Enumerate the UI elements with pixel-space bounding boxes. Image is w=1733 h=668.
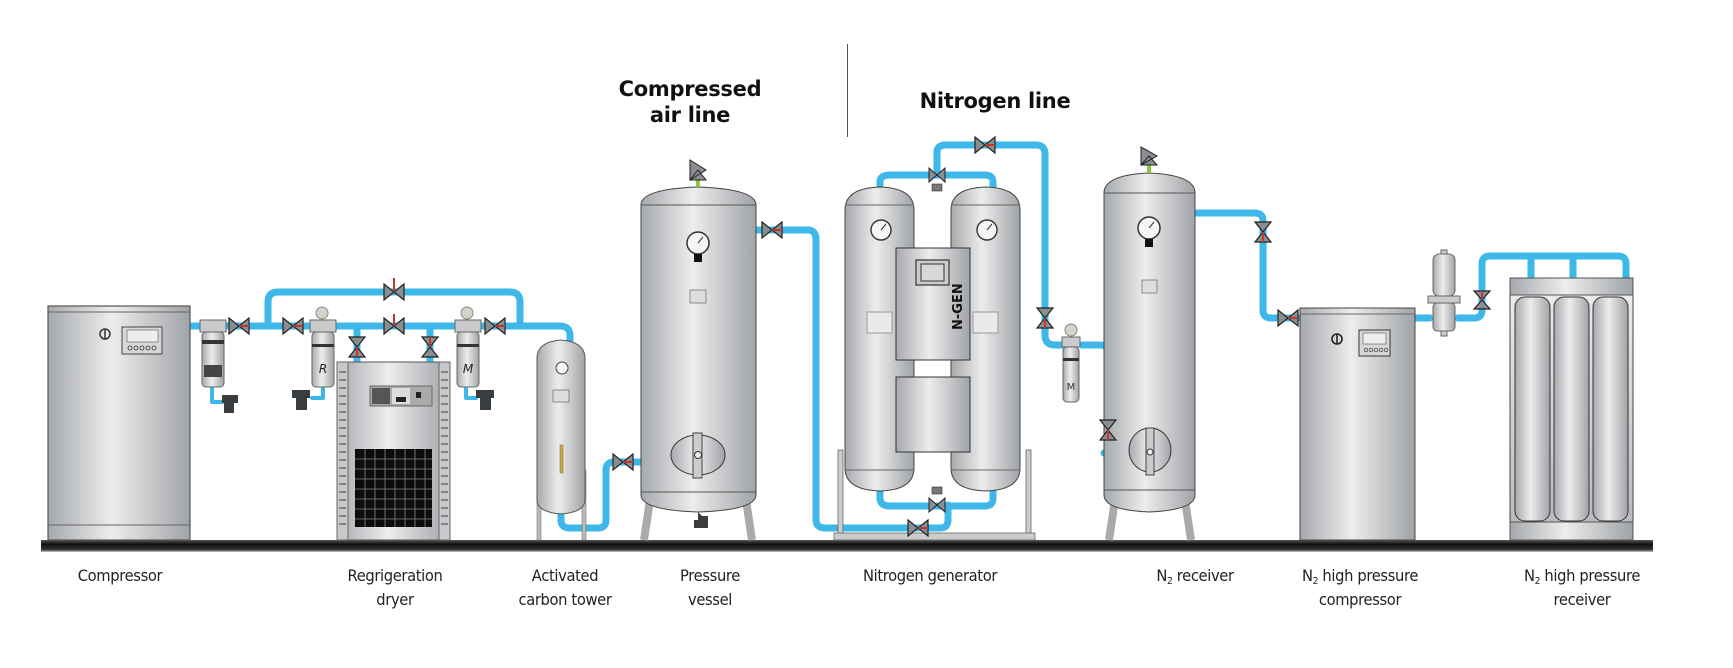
label-line: N2 high pressure (1301, 566, 1419, 587)
valve-icon (282, 316, 304, 336)
activated-carbon-tower (536, 339, 587, 541)
valves (228, 135, 1492, 538)
label-n2-high-pressure-receiver: N2 high pressure receiver (1499, 564, 1665, 612)
label-activated-carbon-tower: Activated carbon tower (496, 564, 634, 612)
heading-line: air line (649, 103, 731, 127)
drain-trap-4 (694, 512, 708, 528)
label-line: Activated (531, 566, 599, 585)
refrigeration-dryer (336, 361, 451, 541)
valve-icon (1035, 307, 1055, 329)
pipe-drain-2 (310, 383, 325, 400)
n2-filter-mark: M (1067, 382, 1076, 393)
n2-filter: M (1061, 323, 1081, 403)
valve-icon (383, 314, 405, 336)
filter-r-mark: R (319, 362, 327, 376)
valve-icon (420, 336, 440, 358)
label-line: N2 receiver (1156, 566, 1234, 587)
pressure-indicator (460, 306, 474, 320)
valve-icon (228, 316, 250, 336)
three-way-valve-bottom-icon (928, 496, 946, 514)
n2-high-pressure-compressor (1299, 307, 1416, 541)
valve-icon (1277, 308, 1299, 328)
condenser-grille (355, 449, 432, 527)
valve-icon (612, 452, 634, 472)
valve-icon (383, 278, 405, 302)
label-line: Compressor (77, 566, 163, 585)
label-n2-receiver: N2 receiver (1126, 564, 1264, 588)
valve-icon (347, 336, 367, 358)
valve-icon (1098, 419, 1118, 441)
safety-valve-icon (1139, 146, 1159, 166)
valve-icon (484, 316, 506, 336)
valve-icon (907, 518, 929, 538)
filter-m-mark: M (463, 362, 474, 376)
valve-icon (974, 135, 996, 155)
drain-trap-1 (222, 395, 238, 413)
label-compressor: Compressor (46, 564, 193, 588)
label-line: vessel (687, 590, 733, 609)
pipe-vessel-to-generator (752, 226, 952, 532)
pipe-carbon-to-vessel (557, 458, 645, 532)
safety-valve-icon (688, 159, 708, 181)
label-refrigeration-dryer: Regrigeration dryer (326, 564, 464, 612)
high-pressure-filter (1427, 249, 1461, 337)
ground-bar (41, 540, 1653, 552)
drain-trap-3 (476, 390, 494, 410)
label-n2-high-pressure-compressor: N2 high pressure compressor (1277, 564, 1443, 612)
label-pressure-vessel: Pressure vessel (646, 564, 775, 612)
nameplate (689, 289, 707, 304)
label-line: Pressure (680, 566, 740, 585)
drain-trap-2 (292, 390, 310, 410)
pipe-main-air (186, 322, 574, 349)
pressure-indicator (315, 306, 329, 320)
nameplate (1141, 279, 1158, 294)
heading-line: Compressed (618, 77, 762, 101)
pipe-drain-1 (210, 383, 224, 404)
cylinder-2 (1553, 296, 1590, 522)
pressure-vessel (640, 159, 757, 541)
label-line: dryer (376, 590, 414, 609)
nitrogen-generator: N-GEN (833, 166, 1036, 541)
generator-lower-box (895, 376, 971, 453)
pipe-filter-to-bank (1454, 252, 1630, 322)
heading-compressed-air-line: Compressed air line (610, 76, 770, 128)
valve-icon (1472, 290, 1492, 310)
pipes (186, 141, 1630, 532)
cylinder-1 (1514, 296, 1551, 522)
filter-r: R (292, 306, 337, 410)
pipe-drain-3 (464, 383, 478, 400)
three-way-valve-top-icon (928, 166, 946, 184)
filter-m: M (454, 306, 494, 410)
label-line: compressor (1318, 590, 1402, 609)
filter-1 (199, 319, 238, 413)
pipe-receiver-to-compressor (1191, 209, 1304, 322)
label-line: receiver (1553, 590, 1611, 609)
label-nitrogen-generator: Nitrogen generator (847, 564, 1013, 588)
valve-icon (1253, 221, 1273, 243)
label-line: N2 high pressure (1523, 566, 1641, 587)
valve-icon (761, 220, 783, 240)
compressor (47, 305, 191, 541)
label-line: carbon tower (518, 590, 612, 609)
cylinder-3 (1592, 296, 1629, 522)
label-line: Regrigeration (347, 566, 443, 585)
n2-high-pressure-receiver (1509, 277, 1634, 541)
label-line: Nitrogen generator (862, 566, 998, 585)
section-divider (847, 44, 848, 137)
pressure-gauge-icon (555, 361, 569, 375)
generator-badge: N-GEN (951, 283, 966, 330)
heading-nitrogen-line: Nitrogen line (919, 89, 1071, 113)
pipe-generator-outlet (933, 141, 1074, 349)
n2-receiver (1103, 146, 1196, 541)
